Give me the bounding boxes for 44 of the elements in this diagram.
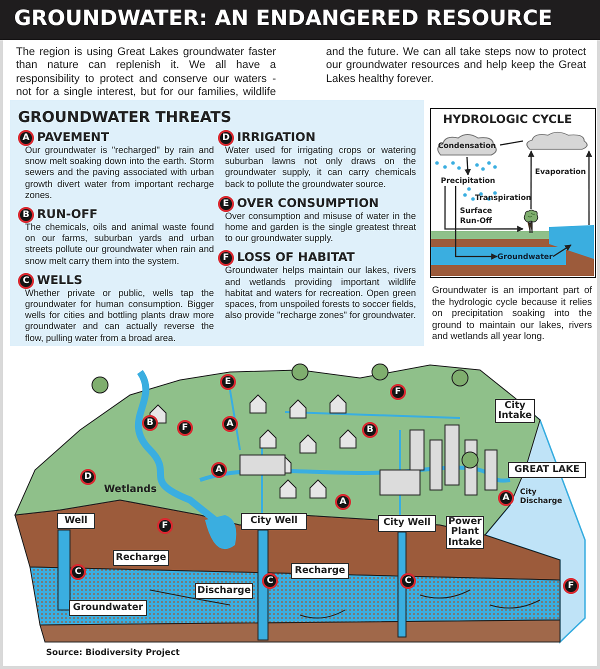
threat-description: Groundwater helps maintain our lakes, rivers and wetlands providing important wildlife habitat and waters for recreation. Open green spaces, from unspoiled forests to soccer fields, also provide "recharge zones" for groundwater. [225, 265, 416, 322]
sign-label: Power Plant Intake [446, 516, 484, 549]
threat-heading: RUN-OFF [37, 207, 99, 222]
sign-label: City Intake [495, 399, 535, 423]
arrow [444, 186, 524, 232]
sign-label: Well [57, 513, 95, 529]
panel-heading: HYDROLOGIC CYCLE [443, 112, 572, 126]
threat-description: Our groundwater is "recharged" by rain and snow melt soaking down into the earth. Storm sewers and the paving associated with urban growth divert water from important recharge zones. [25, 145, 214, 202]
arrow [552, 244, 572, 258]
source-note: Source: Biodiversity Project [46, 648, 180, 658]
sign-label: City Well [378, 515, 436, 532]
callout-letter: F [218, 250, 234, 266]
area-label: Wetlands [104, 484, 157, 495]
callout-letter: E [218, 196, 234, 212]
intro-paragraph: The region is using Great Lakes groundwater faster than nature can replenish it. We all have a responsibility to protect and conserve our waters - not for a single interest, but for our families, wildlife and the future. We can all take steps now to protect our groundwater resources and help keep the Great Lakes healthy forever. [16, 46, 586, 100]
panel-heading: GROUNDWATER THREATS [18, 108, 232, 126]
sign-label: Recharge [113, 550, 169, 566]
arrow [464, 156, 471, 176]
callout-letter: A [18, 130, 34, 146]
threat-heading: IRRIGATION [237, 130, 317, 145]
threat-description: Whether private or public, wells tap the groundwater for human consumption. Bigger wells for cities and bottling plants draw more groundwater and can actually reverse the flow, pulling water from a broad area. [25, 288, 214, 344]
caption-paragraph: Groundwater is an important part of the hydrologic cycle because it relies on precipitation soaking into the ground to maintain our lakes, rivers and wetlands all year long. [432, 285, 592, 344]
callout-letter: D [218, 130, 234, 146]
threat-heading: OVER CONSUMPTION [237, 196, 380, 211]
threat-heading: LOSS OF HABITAT [237, 250, 356, 266]
threat-heading: WELLS [37, 272, 84, 288]
sign-label: GREAT LAKE [508, 462, 586, 478]
threat-heading: PAVEMENT [37, 130, 110, 145]
threat-description: Over consumption and misuse of water in the home and garden is the single greatest threat to our groundwater supply. [225, 210, 416, 244]
sign-label: City Well [241, 513, 307, 530]
sign-label: Groundwater [69, 600, 147, 616]
page-title: GROUNDWATER: AN ENDANGERED RESOURCE [14, 6, 552, 30]
sign-label: Discharge [195, 583, 253, 599]
arrow [586, 150, 592, 225]
callout-letter: B [18, 207, 34, 224]
info-panel [10, 100, 424, 346]
sign-label: Recharge [291, 563, 349, 579]
callout-letter: C [18, 272, 34, 289]
arrow [454, 186, 498, 260]
threat-description: The chemicals, oils and animal waste found on our farms, suburban yards and urban streets pollute our groundwater when rain and snow melt carry them into the system. [25, 222, 214, 267]
connector-line [500, 140, 524, 146]
tree-icon [523, 209, 539, 233]
arrow [528, 150, 534, 209]
threat-description: Water used for irrigating crops or watering suburban lawns not only draws on the groundwater supply, it can carry chemicals back to pollute the groundwater source. [225, 145, 416, 190]
